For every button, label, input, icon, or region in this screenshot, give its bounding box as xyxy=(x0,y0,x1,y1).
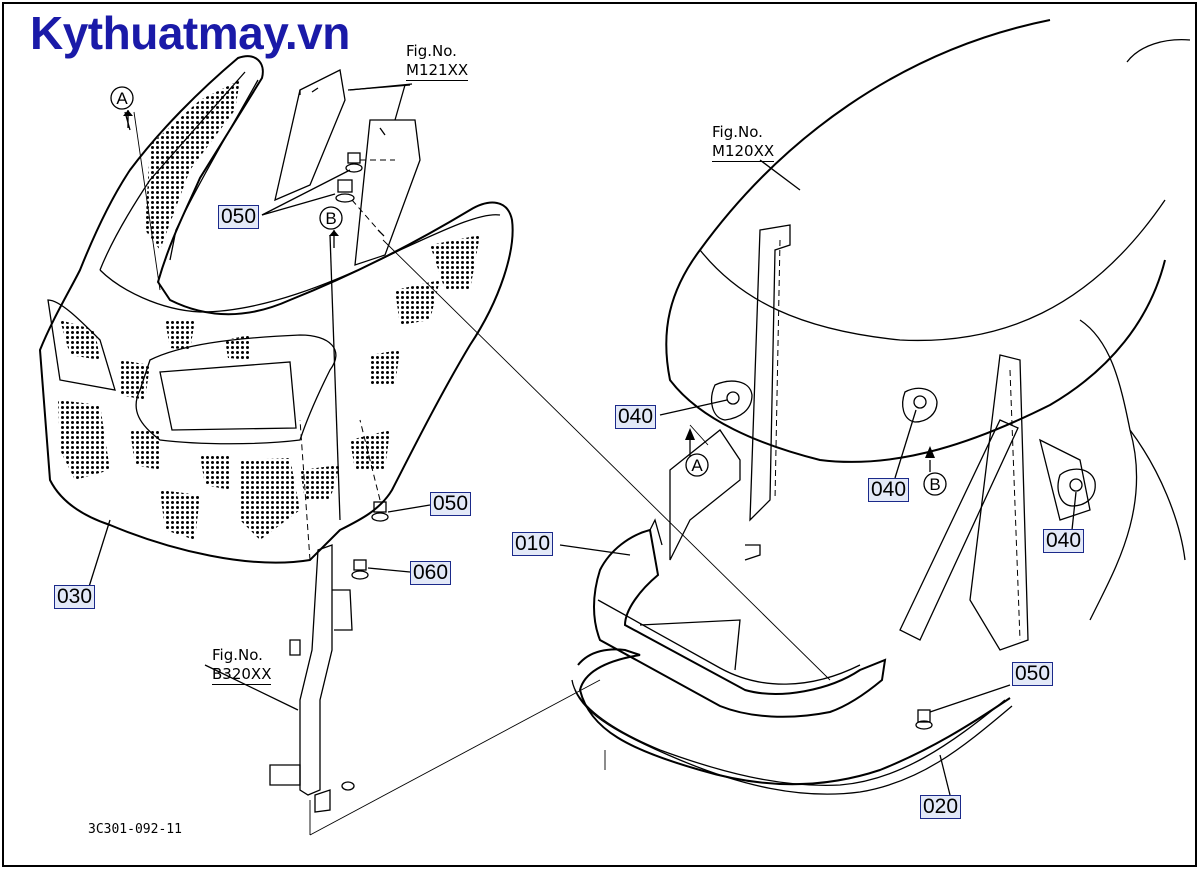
watermark-logo: Kythuatmay.vn xyxy=(30,7,350,59)
bracket-b320 xyxy=(269,419,355,813)
drawing-caption: 3C301-092-11 xyxy=(88,822,182,837)
part-label-040-left[interactable]: 040 xyxy=(615,405,657,429)
part-label-050-mid[interactable]: 050 xyxy=(430,492,472,516)
part-label-040-right[interactable]: 040 xyxy=(1043,529,1085,553)
fig-ref-m120: Fig.No. M120XX xyxy=(712,123,775,162)
front-grille-030 xyxy=(38,55,514,564)
callout-arrows xyxy=(123,110,935,472)
grommet-040-right xyxy=(1057,468,1096,531)
part-label-030[interactable]: 030 xyxy=(54,585,96,609)
part-label-050-top[interactable]: 050 xyxy=(218,205,260,229)
grommet-040-left xyxy=(659,380,753,421)
bolt-050-mid xyxy=(359,419,431,522)
part-label-040-mid[interactable]: 040 xyxy=(868,478,910,502)
skirt-020 xyxy=(571,648,1013,796)
callout-b-right: B xyxy=(923,472,947,496)
bolt-060 xyxy=(351,559,411,580)
bolt-050-right xyxy=(915,684,1011,730)
callout-a-right: A xyxy=(685,453,709,477)
callout-a-top: A xyxy=(110,86,134,110)
part-label-020[interactable]: 020 xyxy=(920,795,962,819)
svg-text:B: B xyxy=(929,475,940,494)
svg-text:B: B xyxy=(325,209,336,228)
hood-brackets xyxy=(669,224,1091,651)
callout-b-top: B xyxy=(319,206,343,230)
fig-ref-b320: Fig.No. B320XX xyxy=(212,646,272,685)
part-label-060[interactable]: 060 xyxy=(410,561,452,585)
hood-body xyxy=(665,19,1191,621)
bolt-050-top xyxy=(261,152,395,233)
fig-ref-m121: Fig.No. M121XX xyxy=(406,42,469,81)
svg-text:A: A xyxy=(116,89,128,108)
part-label-010[interactable]: 010 xyxy=(512,532,554,556)
grommet-040-mid xyxy=(894,387,938,479)
front-bumper-010 xyxy=(593,518,887,718)
svg-text:A: A xyxy=(691,456,703,475)
part-label-050-right[interactable]: 050 xyxy=(1012,662,1054,686)
